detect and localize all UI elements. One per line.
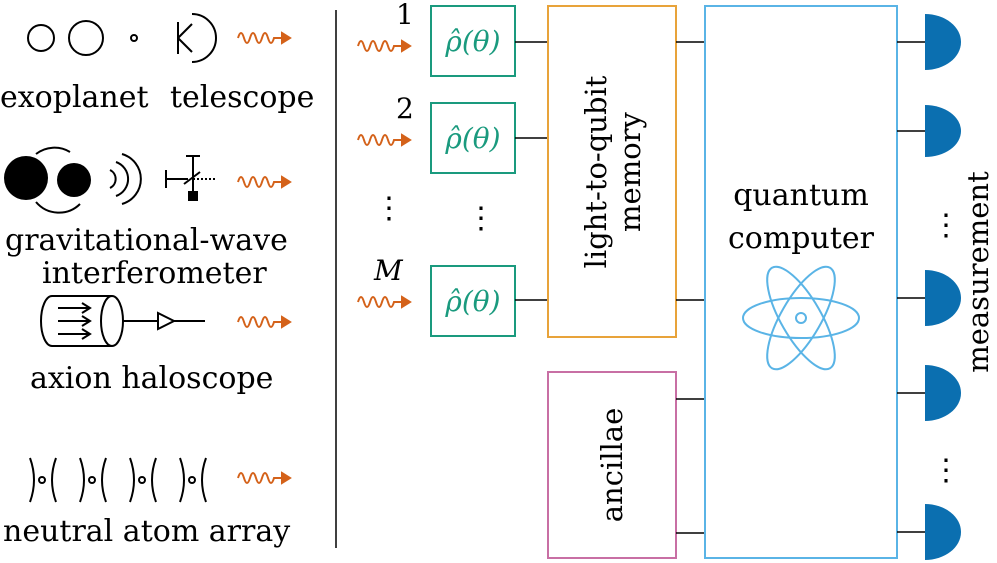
quantum-computer-box: [704, 5, 898, 559]
state-dots: ⋮: [466, 201, 496, 236]
memory-box: [547, 5, 677, 338]
photon-icon: [237, 315, 292, 329]
axion-label: axion haloscope: [30, 361, 273, 396]
state-label-1: ρ̂(θ): [444, 25, 500, 58]
interferometer-icon: [165, 155, 217, 201]
detector-icon: [925, 365, 961, 421]
photon-icon: [237, 471, 292, 485]
black-hole-binary-icon: [4, 146, 91, 214]
atom-icon: [742, 265, 860, 371]
ancillae-label: ancillae: [595, 408, 629, 523]
state-box-1: [430, 5, 516, 77]
input-index-m: M: [373, 254, 404, 287]
detector-dots-lower: ⋮: [931, 453, 961, 488]
connector-lines: [897, 41, 925, 533]
state-label-2: ρ̂(θ): [444, 122, 500, 155]
photon-icon: [357, 295, 412, 309]
ancillae-box: [547, 371, 677, 559]
photon-icon: [357, 39, 412, 53]
detector-icon: [925, 14, 961, 70]
telescope-label: telescope: [170, 80, 314, 115]
telescope-icon: [177, 13, 217, 63]
computer-label-line1: quantum: [733, 178, 869, 213]
memory-label-line1: light-to-qubit: [579, 75, 613, 268]
detector-dots-upper: ⋮: [931, 208, 961, 243]
wave-icon: [109, 153, 142, 205]
connector-lines: [676, 41, 705, 534]
gw-label-line1: gravitational-wave: [5, 223, 288, 258]
detector-icon: [925, 105, 961, 157]
input-dots: ⋮: [374, 191, 404, 226]
atom-label: neutral atom array: [3, 514, 290, 549]
photon-icon: [237, 31, 292, 45]
detector-icon: [925, 270, 961, 326]
state-label-m: ρ̂(θ): [444, 285, 500, 318]
photon-icon: [357, 133, 412, 147]
exoplanet-label: exoplanet: [0, 80, 149, 115]
atom-array-icon: [29, 457, 207, 503]
measurement-label: measurement: [961, 171, 995, 373]
memory-label-line2: memory: [613, 111, 647, 231]
photon-icon: [237, 175, 292, 189]
gw-label-line2: interferometer: [42, 256, 267, 291]
state-box-m: [430, 265, 516, 337]
haloscope-icon: [40, 295, 205, 347]
connector-lines: [515, 41, 548, 301]
computer-label-line2: computer: [728, 221, 875, 256]
input-index-2: 2: [396, 92, 414, 125]
exoplanet-icon: [27, 20, 138, 56]
detector-icon: [925, 504, 961, 560]
input-index-1: 1: [396, 0, 414, 31]
